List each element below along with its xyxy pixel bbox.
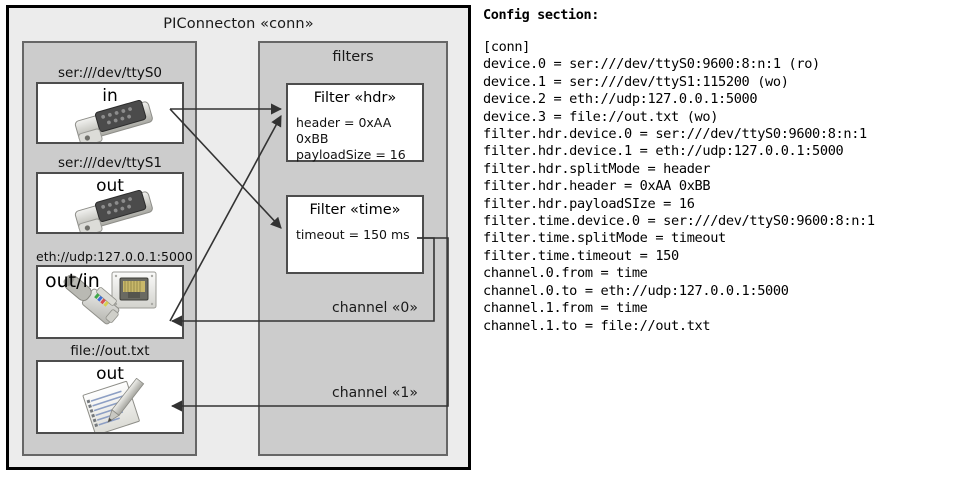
filter-prop: payloadSize = 16 [296, 147, 406, 162]
device-group-eth: eth://udp:127.0.0.1:5000 out/in [36, 248, 193, 339]
filters-panel-title: filters [332, 49, 374, 65]
config-lines: [conn]device.0 = ser:///dev/ttyS0:9600:8… [483, 39, 953, 335]
config-line: filter.hdr.device.1 = eth://udp:127.0.0.… [483, 143, 844, 160]
filter-props-hdr: header = 0xAA 0xBB payloadSize = 16 [288, 115, 422, 163]
config-line: channel.1.to = file://out.txt [483, 317, 711, 334]
device-caption-file: file://out.txt [70, 343, 150, 359]
config-line: filter.hdr.device.0 = ser:///dev/ttyS0:9… [483, 126, 867, 143]
diagram-title: PIConnecton «conn» [163, 16, 314, 32]
config-line: device.2 = eth://udp:127.0.0.1:5000 [483, 91, 758, 108]
config-line: device.1 = ser:///dev/ttyS1:115200 (wo) [483, 73, 789, 90]
config-line: filter.hdr.splitMode = header [483, 160, 711, 177]
filter-card-hdr[interactable]: Filter «hdr» header = 0xAA 0xBB payloadS… [286, 83, 424, 162]
connection-diagram: PIConnecton «conn» ser:///dev/ttyS0 in [6, 5, 471, 470]
device-box-eth[interactable]: out/in [36, 265, 184, 339]
filter-props-time: timeout = 150 ms [288, 227, 422, 243]
config-line: device.3 = file://out.txt (wo) [483, 108, 719, 125]
filter-prop: header = 0xAA 0xBB [296, 115, 392, 146]
device-caption-eth: eth://udp:127.0.0.1:5000 [36, 249, 193, 264]
filter-prop: timeout = 150 ms [296, 227, 410, 242]
ethernet-rj45-icon [54, 269, 172, 337]
config-section-heading: Config section: [483, 7, 599, 23]
filter-card-time[interactable]: Filter «time» timeout = 150 ms [286, 195, 424, 274]
device-direction-label: out [96, 364, 124, 384]
device-box-file[interactable]: out [36, 360, 184, 434]
channel-0-label: channel «0» [332, 300, 418, 316]
filter-title-hdr: Filter «hdr» [313, 90, 397, 106]
config-line: channel.0.to = eth://udp:127.0.0.1:5000 [483, 282, 789, 299]
config-line: filter.hdr.payloadSIze = 16 [483, 195, 695, 212]
device-direction-label: out [96, 176, 124, 196]
device-group-file: file://out.txt out [36, 343, 184, 434]
filter-title-time: Filter «time» [309, 202, 401, 218]
config-line: filter.time.timeout = 150 [483, 247, 679, 264]
device-box-ttys1[interactable]: out [36, 172, 184, 234]
devices-panel: ser:///dev/ttyS0 in [22, 41, 197, 456]
config-line: device.0 = ser:///dev/ttyS0:9600:8:n:1 (… [483, 56, 820, 73]
config-line: filter.time.device.0 = ser:///dev/ttyS0:… [483, 213, 875, 230]
device-direction-label: out/in [45, 270, 100, 292]
config-line: filter.time.splitMode = timeout [483, 230, 726, 247]
device-caption-ttys0: ser:///dev/ttyS0 [58, 65, 162, 81]
config-line: channel.1.from = time [483, 300, 648, 317]
device-group-ttys0: ser:///dev/ttyS0 in [36, 65, 184, 144]
device-direction-label: in [102, 86, 118, 106]
config-line: channel.0.from = time [483, 265, 648, 282]
serial-db9-connector-icon [68, 99, 160, 142]
config-line: filter.hdr.header = 0xAA 0xBB [483, 178, 711, 195]
serial-db9-connector-icon [68, 189, 160, 232]
document-with-pen-icon [76, 377, 154, 432]
device-box-ttys0[interactable]: in [36, 82, 184, 144]
device-group-ttys1: ser:///dev/ttyS1 out [36, 155, 184, 234]
config-section: Config section: [conn]device.0 = ser:///… [483, 7, 953, 335]
config-line: [conn] [483, 39, 531, 55]
channel-1-label: channel «1» [332, 385, 418, 401]
device-caption-ttys1: ser:///dev/ttyS1 [58, 155, 162, 171]
